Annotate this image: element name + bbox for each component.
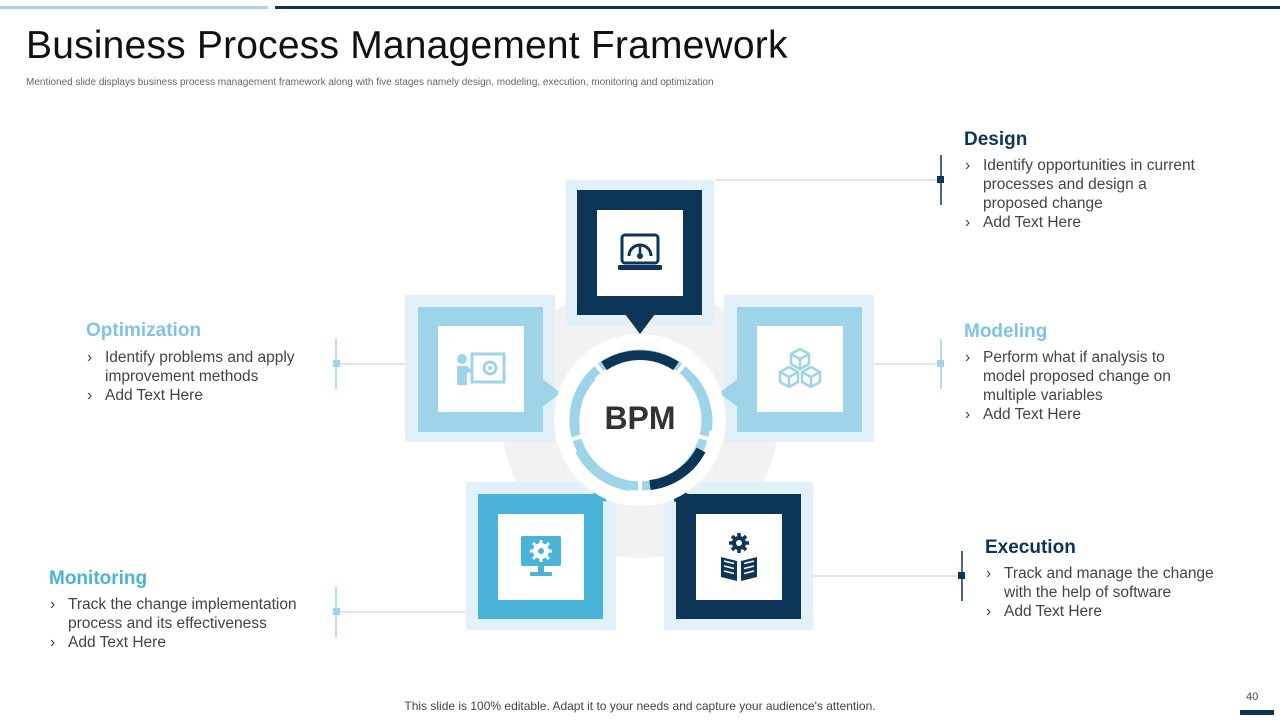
gear-book-icon <box>721 533 757 581</box>
design-section: Design Identify opportunities in current… <box>964 129 1264 232</box>
page-title: Business Process Management Framework <box>26 24 788 67</box>
list-item: Add Text Here <box>964 405 1199 424</box>
page-number-bar <box>1240 710 1274 715</box>
list-item: Add Text Here <box>985 602 1245 621</box>
list-item: Identify problems and apply improvement … <box>86 348 316 386</box>
list-item: Add Text Here <box>49 633 319 652</box>
modeling-points: Perform what if analysis to model propos… <box>964 348 1199 424</box>
list-item: Identify opportunities in current proces… <box>964 156 1214 213</box>
list-item: Add Text Here <box>86 386 316 405</box>
top-accent-bar-light <box>0 6 268 9</box>
footer-note: This slide is 100% editable. Adapt it to… <box>404 699 876 713</box>
cubes-icon <box>778 347 822 389</box>
optimization-points: Identify problems and apply improvement … <box>86 348 316 405</box>
optimization-heading: Optimization <box>86 320 202 341</box>
page-number: 40 <box>1246 691 1259 703</box>
ring-segment-execution <box>649 447 706 490</box>
execution-points: Track and manage the change with the hel… <box>985 564 1245 621</box>
top-accent-bar-dark <box>275 6 1280 9</box>
design-heading: Design <box>964 129 1028 150</box>
execution-section: Execution Track and manage the change wi… <box>985 537 1265 621</box>
monitoring-heading: Monitoring <box>49 568 148 589</box>
list-item: Perform what if analysis to model propos… <box>964 348 1199 405</box>
execution-heading: Execution <box>985 537 1076 558</box>
laptop-gauge-icon <box>618 233 662 270</box>
monitoring-points: Track the change implementation process … <box>49 595 319 652</box>
design-points: Identify opportunities in current proces… <box>964 156 1214 232</box>
list-item: Track and manage the change with the hel… <box>985 564 1245 602</box>
monitor-gear-icon <box>521 536 561 576</box>
list-item: Track the change implementation process … <box>49 595 319 633</box>
modeling-heading: Modeling <box>964 321 1048 342</box>
monitoring-section: Monitoring Track the change implementati… <box>49 568 329 652</box>
modeling-section: Modeling Perform what if analysis to mod… <box>964 321 1264 424</box>
bpm-center-label: BPM <box>604 400 676 436</box>
presenter-board-icon <box>457 352 506 385</box>
list-item: Add Text Here <box>964 213 1214 232</box>
ring-segment-design <box>601 350 679 371</box>
page-subtitle: Mentioned slide displays business proces… <box>26 77 714 88</box>
optimization-section: Optimization Identify problems and apply… <box>86 320 326 405</box>
